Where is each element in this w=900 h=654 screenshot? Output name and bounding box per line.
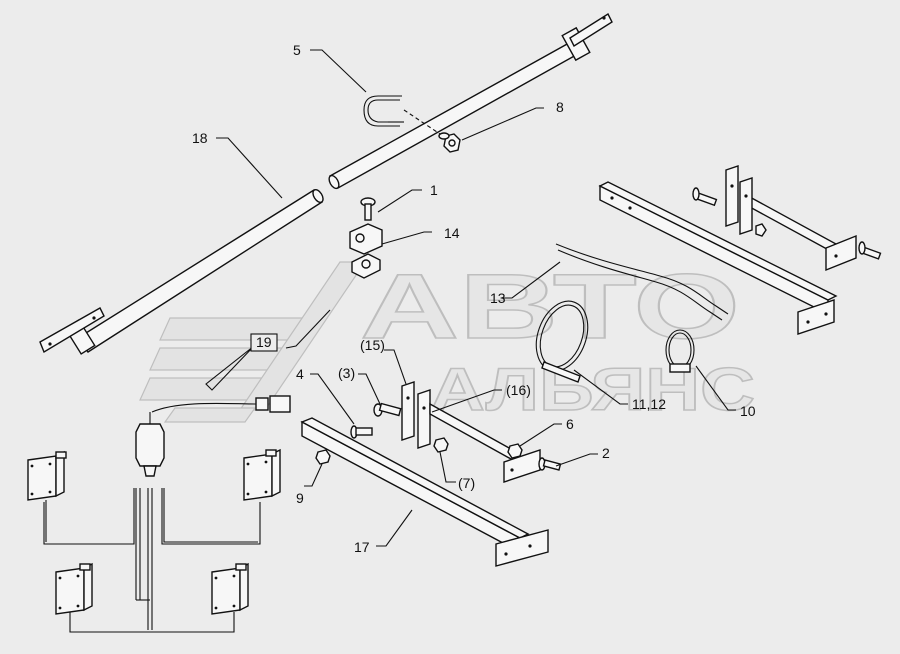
nut-6 [507,443,523,459]
clamp-10 [665,329,695,373]
callout-15: (15) [360,337,385,353]
u-bolt [363,95,404,127]
callout-9: 9 [296,490,304,506]
callout-19-box [250,333,278,352]
leader-lines [205,49,736,547]
callout-5: 5 [293,42,301,58]
bolt-upper-right [692,187,882,260]
switch-box-lower-left [55,562,93,615]
watermark-logo [139,261,367,423]
callout-19: 19 [256,334,272,350]
bolt-1 [360,197,376,221]
hose-clamp-11-12 [535,300,589,383]
callout-1: 1 [430,182,438,198]
callout-13: 13 [490,290,506,306]
bolt-2 [538,457,562,471]
watermark-line1: АВТО [360,256,740,358]
bar-17 [300,417,549,567]
bracket-center-15-16 [401,381,541,483]
callout-18: 18 [192,130,208,146]
callout-8: 8 [556,99,564,115]
callout-3: (3) [338,365,355,381]
nut-8 [438,132,461,153]
switch-box-upper-right [243,448,281,501]
callout-11-12: 11,12 [632,396,666,412]
callout-10: 10 [740,403,756,419]
callout-labels: 1 2 (3) 4 5 6 (7) 8 9 10 11,12 13 14 (15… [192,42,756,555]
bolt-4 [350,425,373,439]
switch-box-lower-right [211,562,249,615]
callout-16: (16) [506,382,531,398]
watermark-line2: АЛЬЯНС [430,356,755,423]
switch-box-upper-left [27,450,67,501]
clamp-14 [349,223,383,279]
callout-17: 17 [354,539,370,555]
callout-14: 14 [444,225,460,241]
callout-6: 6 [566,416,574,432]
watermark: АВТО АЛЬЯНС [139,255,756,424]
nut-7 [433,437,449,453]
tube-18 [39,188,324,355]
bolt-3 [373,402,402,417]
nut-9 [315,449,331,465]
bracket-small-right [725,165,857,272]
tube-upper [328,12,613,190]
callout-7: (7) [458,475,475,491]
harness-19 [43,395,291,633]
bent-rod-13 [555,243,729,321]
callout-4: 4 [296,366,304,382]
callout-2: 2 [602,445,610,461]
bracket-upper-right [598,181,838,335]
